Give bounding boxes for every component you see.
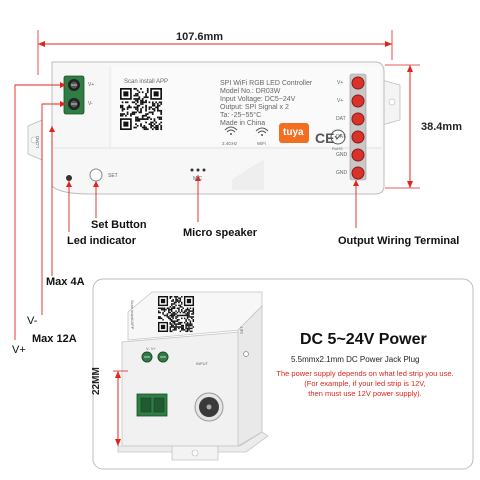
dc-jack-icon	[194, 392, 224, 422]
led-indicator-callout: Led indicator	[67, 235, 137, 247]
device-input-voltage: Input Voltage: DC5~24V	[220, 96, 296, 103]
power-title: DC 5~24V Power	[300, 331, 427, 348]
power-terminal-block	[63, 75, 85, 115]
set-button-shape	[89, 168, 103, 182]
output-terminal-1	[351, 76, 365, 90]
mic-holes-icon	[190, 168, 206, 172]
v-minus-callout: V-	[27, 315, 38, 327]
wifi-icon	[224, 126, 238, 135]
rohs-label: RoHS	[332, 146, 343, 151]
power-note: The power supply depends on what led str…	[262, 369, 468, 399]
output-terminal-6	[351, 166, 365, 180]
callout-lines	[14, 82, 359, 340]
device-ta: Ta: -25~55°C	[220, 112, 262, 119]
side-load-label: LOAD	[35, 135, 40, 148]
output-terminal-label-4: DAT	[336, 134, 346, 140]
svg-text:CE: CE	[315, 130, 334, 146]
led-indicator-dot	[66, 175, 72, 181]
v-plus-callout: V+	[12, 344, 26, 356]
output-terminal-label-2: V+	[337, 98, 344, 104]
output-terminal-label-6: GND	[336, 170, 348, 176]
tuya-logo	[279, 123, 309, 143]
max-12a-callout: Max 12A	[32, 333, 77, 345]
freq-label: 2.4GHz	[222, 141, 238, 146]
side-set-button	[243, 351, 249, 357]
height-dimension	[113, 370, 128, 446]
rohs-mark-icon	[330, 129, 346, 145]
max-4a-callout: Max 4A	[46, 276, 85, 288]
width-dimension-label: 38.4mm	[421, 121, 462, 133]
wifi-label: WiFi	[257, 141, 266, 146]
power-subtitle: 5.5mmx2.1mm DC Power Jack Plug	[291, 355, 420, 364]
length-dimension-label: 107.6mm	[176, 31, 224, 43]
mic-label: MIC	[193, 176, 203, 182]
device-made-in: Made in China	[220, 120, 266, 127]
output-terminal-3	[351, 112, 365, 126]
power-note-line-1: The power supply depends on what led str…	[276, 369, 454, 378]
power-note-line-2: (For example, if your led strip is 12V,	[304, 379, 426, 388]
side-scan-label: Scan install APP	[130, 300, 135, 330]
length-dimension	[37, 30, 393, 75]
output-terminal-label-1: V+	[337, 80, 344, 86]
side-set-label: SET	[239, 326, 244, 334]
device-output: Output: SPI Signal x 2	[220, 104, 289, 111]
set-button-callout: Set Button	[91, 219, 147, 231]
set-label: SET	[108, 173, 118, 179]
output-terminal-label-5: GND	[336, 152, 348, 158]
device-title: SPI WiFi RGB LED Controller	[220, 80, 313, 87]
side-power-terminal	[136, 393, 168, 417]
side-input-label: INPUT	[196, 361, 208, 366]
side-terminal-screws	[141, 351, 169, 363]
device-model: Model No.: DR03W	[220, 88, 281, 95]
tuya-badge-text: tuya	[283, 127, 304, 138]
qr-code	[120, 88, 163, 131]
scan-app-label: Scan install APP	[124, 79, 169, 85]
ce-mark-icon: CE	[315, 130, 334, 146]
output-wiring-callout: Output Wiring Terminal	[338, 235, 460, 247]
side-terminal-label: V- V+	[146, 346, 156, 351]
wifi-logo-icon	[255, 127, 269, 136]
height-dimension-label: 22MM	[91, 367, 102, 395]
power-terminal-label-2: V-	[88, 101, 93, 107]
power-terminal-label-1: V+	[88, 82, 95, 88]
output-terminal-2	[351, 94, 365, 108]
output-terminal-5	[351, 148, 365, 162]
micro-speaker-callout: Micro speaker	[183, 227, 257, 239]
width-dimension	[385, 64, 420, 189]
output-terminal-4	[351, 130, 365, 144]
output-terminal-block	[349, 73, 367, 181]
side-qr-code	[158, 296, 195, 333]
output-terminal-label-3: DAT	[336, 116, 346, 122]
power-note-line-3: then must use 12V power supply).	[308, 389, 422, 398]
